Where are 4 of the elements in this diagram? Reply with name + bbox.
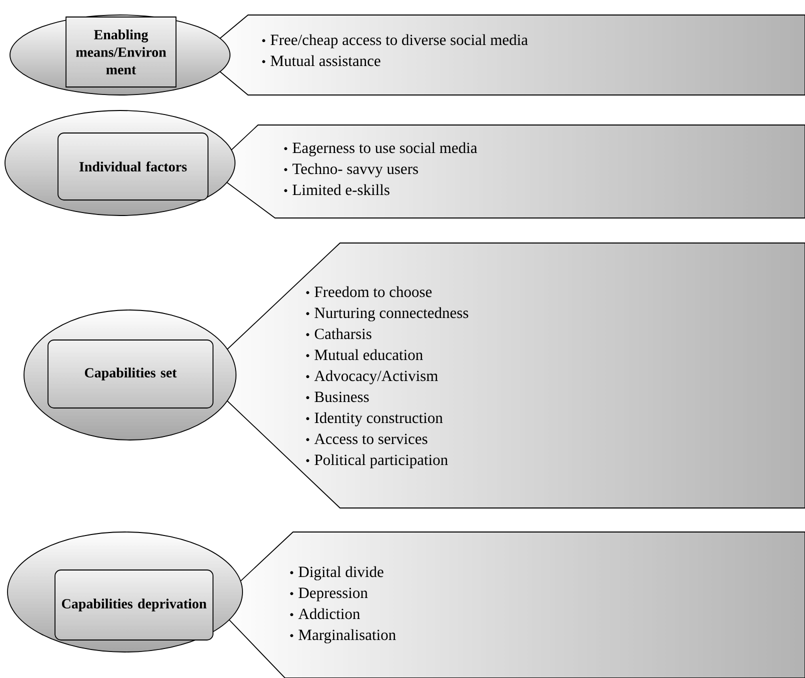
label-box: Individual factors	[58, 132, 208, 200]
label-box: Capabilities deprivation	[54, 570, 214, 640]
label-box: Enabling means/Environ ment	[66, 16, 176, 88]
label-box: Capabilities set	[48, 340, 214, 408]
